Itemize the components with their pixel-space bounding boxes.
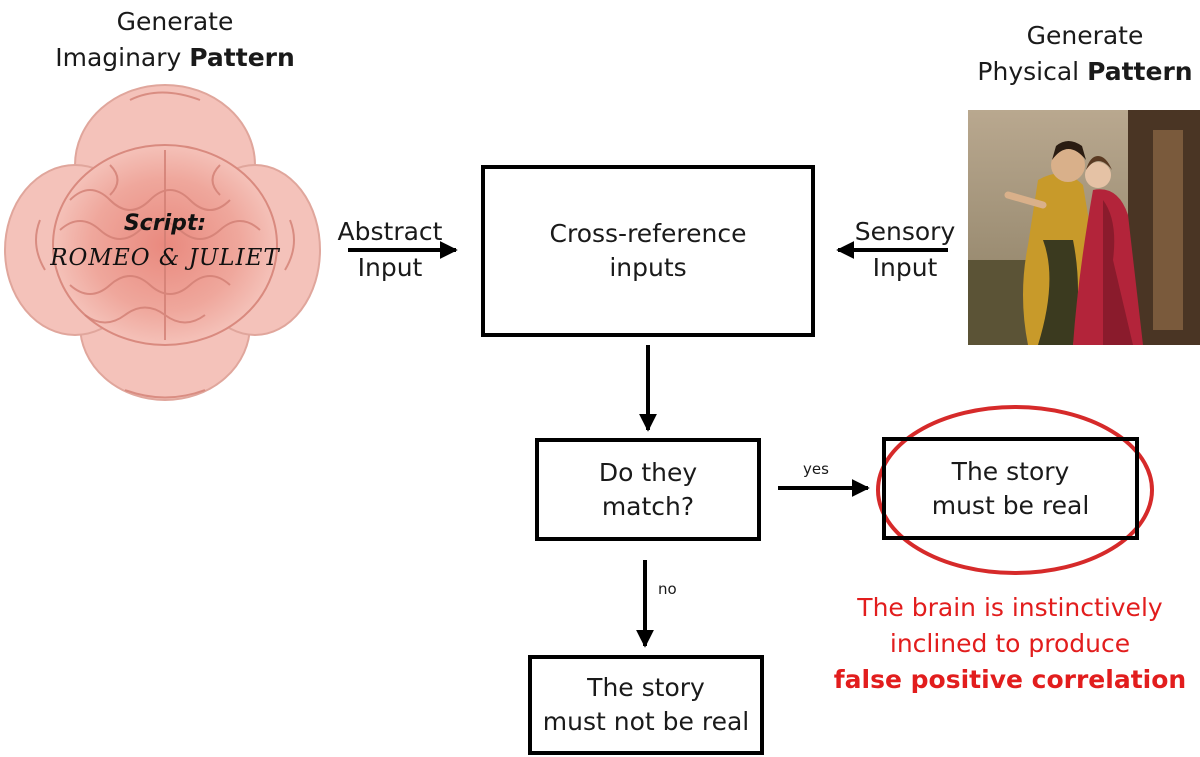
- abstract-input-line1: Abstract: [337, 217, 443, 246]
- sensory-input-line1: Sensory: [854, 217, 956, 246]
- play-title: ROMEO & JULIET: [49, 245, 280, 271]
- script-label: Script:: [124, 211, 206, 236]
- story-real-box: The story must be real: [882, 437, 1139, 540]
- cross-reference-line2: inputs: [609, 253, 687, 282]
- sensory-input-line2: Input: [872, 253, 938, 282]
- imaginary-pattern-caption: Generate Imaginary Pattern: [40, 4, 310, 76]
- no-label: no: [658, 580, 677, 598]
- match-decision-box: Do they match?: [535, 438, 761, 541]
- physical-caption-bold: Pattern: [1087, 57, 1193, 86]
- story-real-line1: The story: [951, 456, 1070, 486]
- sensory-input-label: Sensory Input: [840, 214, 970, 286]
- imaginary-caption-line1: Generate: [116, 7, 234, 36]
- physical-pattern-caption: Generate Physical Pattern: [970, 18, 1200, 90]
- highlight-ellipse: [876, 405, 1154, 575]
- painting-illustration: [968, 110, 1200, 345]
- story-not-real-line2: must not be real: [542, 707, 750, 736]
- story-not-real-box: The story must not be real: [528, 655, 764, 755]
- story-real-line2: must be real: [931, 490, 1090, 520]
- note-bold: false positive correlation: [833, 665, 1187, 694]
- match-line2: match?: [601, 491, 695, 521]
- physical-caption-line2: Physical: [977, 57, 1088, 86]
- note-line2: inclined to produce: [889, 629, 1131, 658]
- yes-label: yes: [803, 460, 829, 478]
- story-not-real-line1: The story: [587, 673, 705, 702]
- match-line1: Do they: [598, 457, 698, 487]
- abstract-input-label: Abstract Input: [325, 214, 455, 286]
- false-positive-note: The brain is instinctively inclined to p…: [820, 590, 1200, 698]
- brain-illustration: Script: ROMEO & JULIET: [4, 84, 321, 401]
- abstract-input-line2: Input: [357, 253, 423, 282]
- note-line1: The brain is instinctively: [857, 593, 1163, 622]
- physical-caption-line1: Generate: [1026, 21, 1144, 50]
- cross-reference-line1: Cross-reference: [549, 219, 747, 248]
- cross-reference-box: Cross-reference inputs: [481, 165, 815, 337]
- imaginary-caption-bold: Pattern: [189, 43, 295, 72]
- imaginary-caption-line2: Imaginary: [55, 43, 190, 72]
